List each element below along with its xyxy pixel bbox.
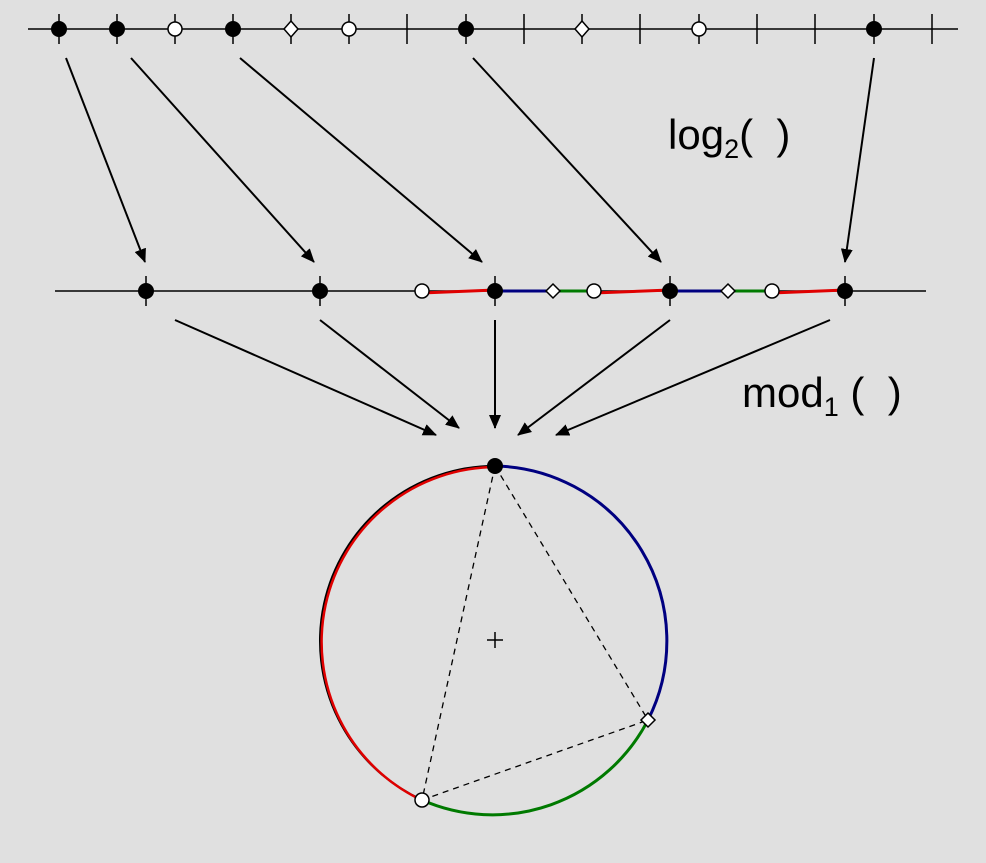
diamond-icon xyxy=(719,282,737,300)
unit-circle xyxy=(319,458,669,817)
open-dot-icon xyxy=(586,283,602,299)
mod1-label: mod1 ( ) xyxy=(742,369,902,421)
arrow-icon xyxy=(472,57,662,263)
filled-dot-icon xyxy=(662,283,678,299)
diamond-icon xyxy=(639,711,657,729)
filled-dot-icon xyxy=(312,283,328,299)
filled-dot-icon xyxy=(866,21,882,37)
center-cross-icon xyxy=(487,632,503,648)
log-label-base: log xyxy=(668,111,725,158)
red-segment xyxy=(421,288,496,295)
log-label-subscript: 2 xyxy=(724,134,740,164)
mod-label-subscript: 1 xyxy=(823,392,839,422)
red-segment xyxy=(593,288,671,295)
blue-arc xyxy=(494,464,669,721)
open-dot-icon xyxy=(167,21,183,37)
arrow-icon xyxy=(174,319,437,436)
diamond-icon xyxy=(283,19,299,39)
dashed-edge xyxy=(421,465,496,801)
open-dot-icon xyxy=(414,792,430,808)
arrow-icon xyxy=(239,57,483,263)
filled-dot-icon xyxy=(487,458,503,474)
arrow-icon xyxy=(840,57,875,263)
filled-dot-icon xyxy=(458,21,474,37)
red-segment xyxy=(771,288,846,295)
dashed-edge xyxy=(494,465,649,721)
arrow-icon xyxy=(130,57,315,263)
log2-label: log2( ) xyxy=(668,111,791,163)
log-label-suffix: ( ) xyxy=(739,111,791,158)
diamond-icon xyxy=(574,19,590,39)
middle-number-line xyxy=(55,276,926,306)
red-arc xyxy=(320,465,497,803)
filled-dot-icon xyxy=(138,283,154,299)
dashed-triangle xyxy=(421,465,649,801)
mod-map-arrows xyxy=(174,319,831,436)
arrow-icon xyxy=(65,57,146,263)
arrow-icon xyxy=(555,319,831,436)
red-arc-outline xyxy=(319,464,496,801)
filled-dot-icon xyxy=(487,283,503,299)
open-dot-icon xyxy=(764,283,780,299)
arrow-icon xyxy=(517,319,671,436)
log-map-arrows xyxy=(65,57,875,263)
filled-dot-icon xyxy=(225,21,241,37)
open-dot-icon xyxy=(341,21,357,37)
mod-label-base: mod xyxy=(742,369,824,416)
dashed-edge xyxy=(421,719,649,801)
open-dot-icon xyxy=(691,21,707,37)
diamond-icon xyxy=(544,282,562,300)
arrow-icon xyxy=(319,319,460,429)
filled-dot-icon xyxy=(51,21,67,37)
filled-dot-icon xyxy=(837,283,853,299)
green-arc xyxy=(421,719,650,817)
mod-label-suffix: ( ) xyxy=(838,369,902,416)
filled-dot-icon xyxy=(109,21,125,37)
open-dot-icon xyxy=(414,283,430,299)
top-number-line xyxy=(28,14,958,44)
